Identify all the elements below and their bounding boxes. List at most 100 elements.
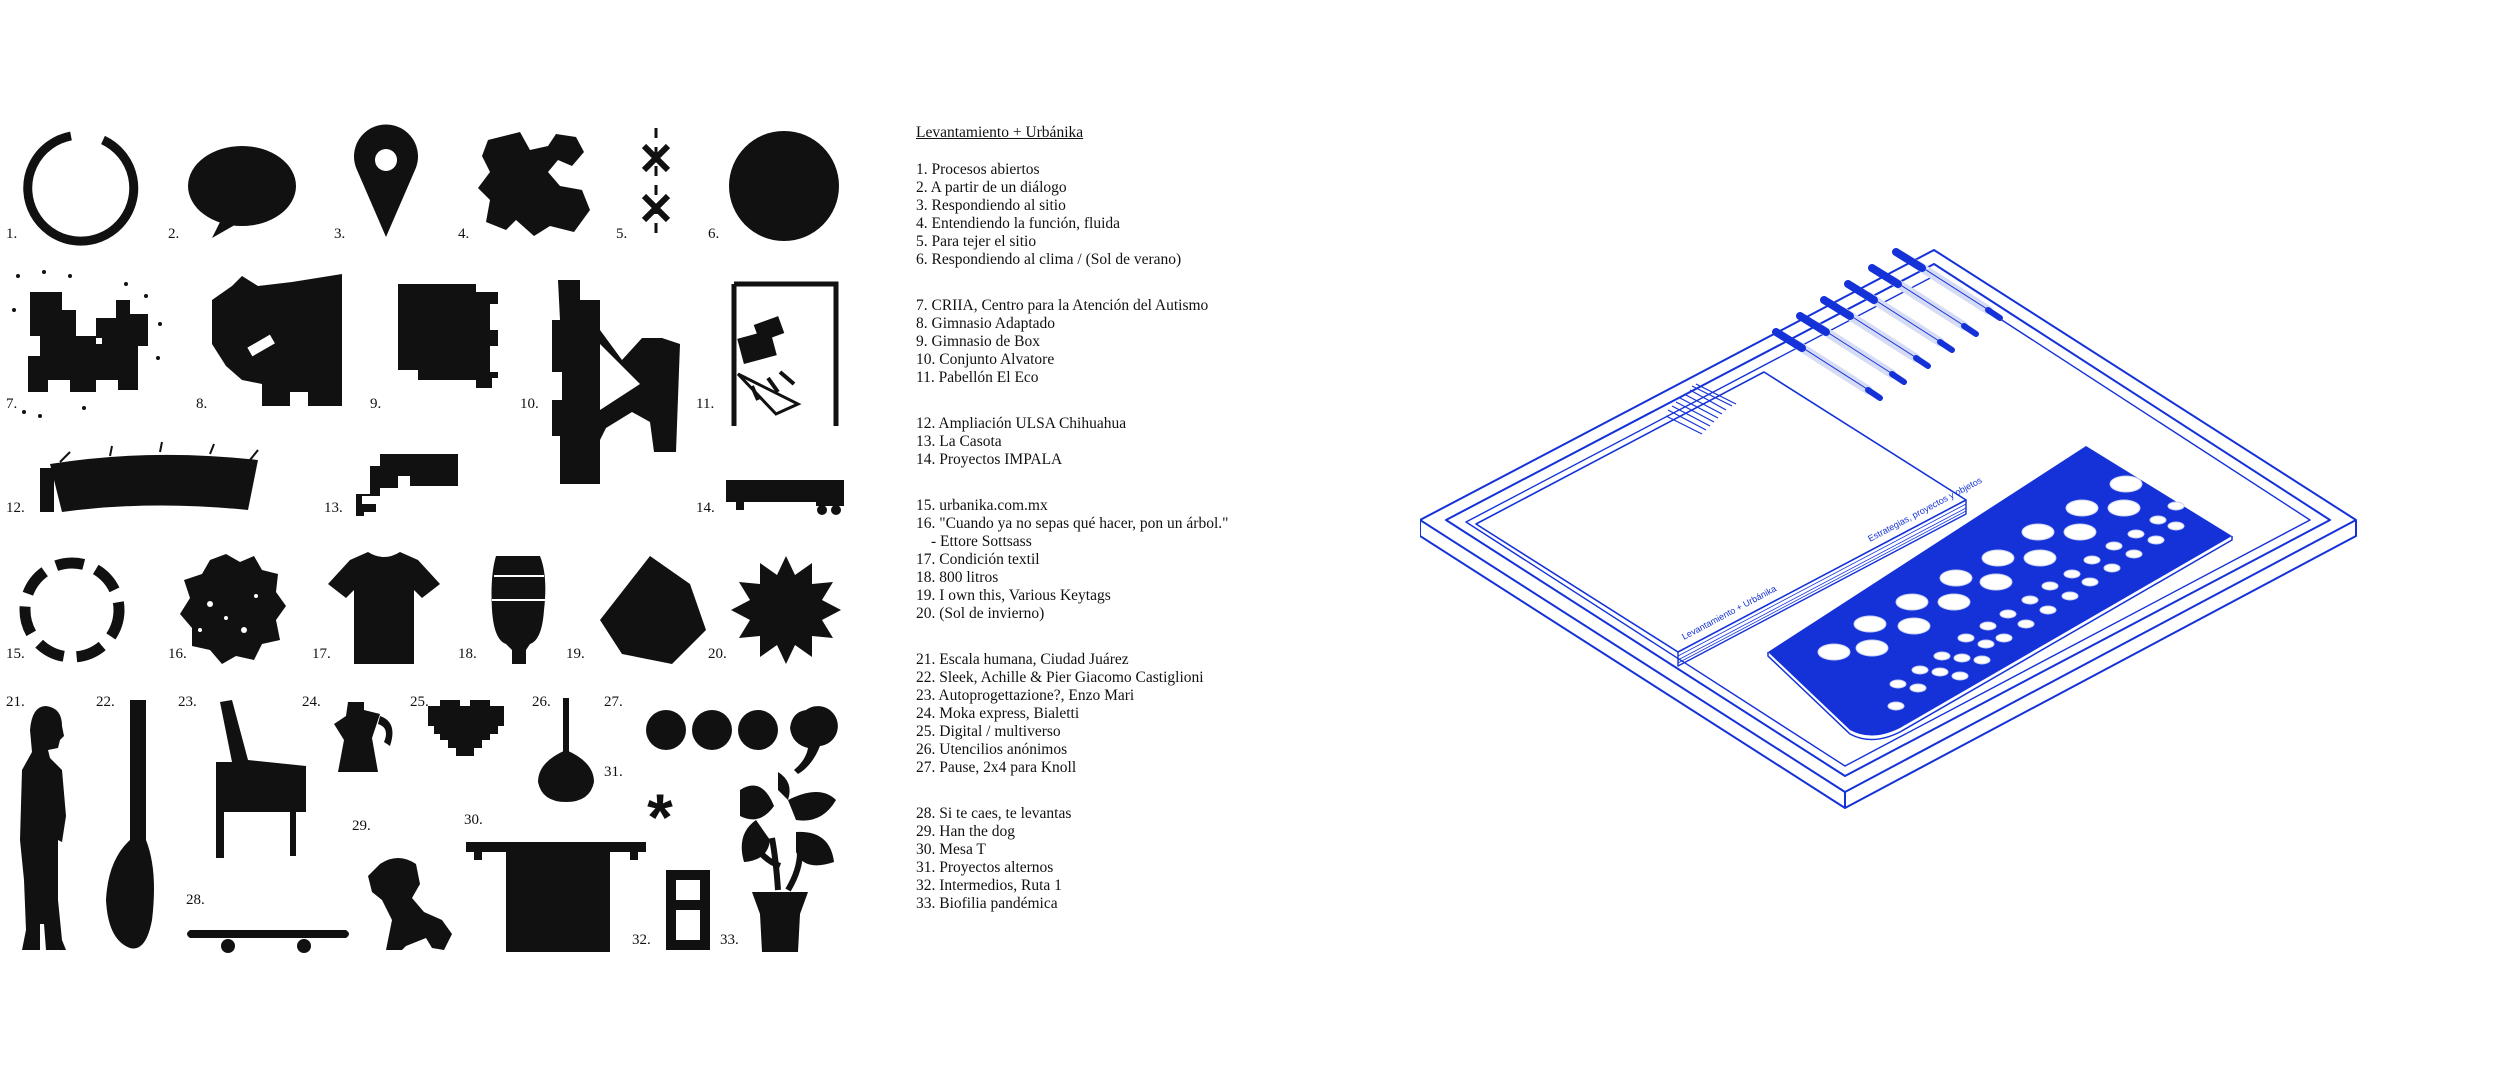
- ulsa-chihuahua-plan-icon: [40, 441, 259, 512]
- legend-item: 25. Digital / multiverso: [916, 723, 1061, 740]
- legend: Levantamiento + Urbánika 1. Procesos abi…: [916, 124, 1276, 941]
- peg-hole: [1817, 643, 1851, 661]
- peg-hole: [2021, 595, 2039, 605]
- peg-hole: [2109, 475, 2143, 493]
- peg-hole: [2149, 515, 2167, 525]
- dashed-circle-icon: [19, 557, 125, 663]
- stitch-line-icon: [641, 128, 671, 240]
- figure-number: 14.: [696, 500, 715, 516]
- figure-number: 18.: [458, 646, 477, 662]
- pause-dots-icon: [646, 706, 838, 774]
- hexagon-keytag-icon: [600, 556, 706, 664]
- pen: [1844, 280, 1955, 353]
- criia-plan-icon: [12, 270, 162, 418]
- pen: [1868, 264, 1979, 337]
- figure-number: 32.: [632, 932, 651, 948]
- peg-hole: [1981, 549, 2015, 567]
- impala-truck-icon: [726, 480, 844, 515]
- figure-number: 5.: [616, 226, 627, 242]
- figure-numbers: 1. 2. 3. 4. 5. 6. 7. 8. 9. 10. 11. 12. 1…: [6, 226, 739, 948]
- peg-hole: [1889, 679, 1907, 689]
- figure-number: 1.: [6, 226, 17, 242]
- figure-number: 22.: [96, 694, 115, 710]
- legend-item: 20. (Sol de invierno): [916, 605, 1045, 622]
- peg-hole: [2021, 523, 2055, 541]
- figure-number: 9.: [370, 396, 381, 412]
- figure-number: 2.: [168, 226, 179, 242]
- figure-number: 33.: [720, 932, 739, 948]
- peg-hole: [1937, 593, 1971, 611]
- peg-hole: [2167, 521, 2185, 531]
- folder-object: [1475, 371, 1967, 667]
- figure-number: 28.: [186, 892, 205, 908]
- legend-item: 8. Gimnasio Adaptado: [916, 315, 1056, 332]
- peg-hole: [2125, 549, 2143, 559]
- intermedios-frame-icon: [666, 870, 710, 950]
- peg-hole: [1895, 593, 1929, 611]
- peg-hole: [2017, 619, 2035, 629]
- sun-burst-icon: [731, 556, 841, 664]
- legend-item: 26. Utencilios anónimos: [916, 741, 1068, 758]
- open-circle-icon: [23, 131, 139, 246]
- pegboard-panel: [1767, 446, 2233, 741]
- legend-item: 21. Escala humana, Ciudad Juárez: [916, 651, 1129, 668]
- peg-hole: [2063, 569, 2081, 579]
- peg-hole: [1977, 639, 1995, 649]
- figure-number: 20.: [708, 646, 727, 662]
- water-jug-icon: [491, 556, 546, 664]
- legend-item: 15. urbanika.com.mx: [916, 497, 1048, 514]
- legend-item: 10. Conjunto Alvatore: [916, 351, 1055, 368]
- isometric-tray-drawing: Levantamiento + Urbánika Estrategias, pr…: [1420, 248, 2357, 809]
- skateboard-icon: [187, 930, 349, 953]
- peg-hole: [1939, 569, 1973, 587]
- peg-hole: [2103, 563, 2121, 573]
- peg-hole: [2105, 541, 2123, 551]
- peg-hole: [2083, 555, 2101, 565]
- peg-hole: [1979, 573, 2013, 591]
- legend-item: 4. Entendiendo la función, fluida: [916, 215, 1121, 232]
- t-shirt-icon: [328, 552, 440, 664]
- location-pin-icon: [354, 124, 418, 237]
- legend-item: 22. Sleek, Achille & Pier Giacomo Castig…: [916, 669, 1204, 686]
- figure-number: 25.: [410, 694, 429, 710]
- figure-number: 24.: [302, 694, 321, 710]
- pen: [1892, 248, 2003, 321]
- figure-number: 16.: [168, 646, 187, 662]
- peg-hole: [2023, 549, 2057, 567]
- legend-item: 11. Pabellón El Eco: [916, 369, 1039, 386]
- figure-number: 6.: [708, 226, 719, 242]
- ladle-utensil-icon: [538, 698, 594, 802]
- pens-group: [1772, 248, 2003, 401]
- la-casota-plan-icon: [356, 454, 458, 516]
- pabellon-el-eco-icon: [731, 281, 839, 426]
- gimnasio-adaptado-plan-icon: [212, 274, 342, 406]
- sun-circle-icon: [729, 131, 839, 241]
- legend-item: 9. Gimnasio de Box: [916, 333, 1040, 350]
- legend-item: 12. Ampliación ULSA Chihuahua: [916, 415, 1127, 432]
- legend-item: 17. Condición textil: [916, 551, 1040, 568]
- pegboard-holes: [1817, 475, 2185, 711]
- peg-hole: [2063, 523, 2097, 541]
- peg-hole: [1855, 639, 1889, 657]
- legend-item: 23. Autoprogettazione?, Enzo Mari: [916, 687, 1135, 704]
- figure-number: 29.: [352, 818, 371, 834]
- peg-hole: [2061, 591, 2079, 601]
- legend-item: 6. Respondiendo al clima / (Sol de veran…: [916, 251, 1182, 268]
- peg-hole: [1897, 617, 1931, 635]
- peg-hole: [2065, 499, 2099, 517]
- legend-group: 7. CRIIA, Centro para la Atención del Au…: [916, 297, 1276, 387]
- figure-number: 27.: [604, 694, 623, 710]
- legend-group: 12. Ampliación ULSA Chihuahua 13. La Cas…: [916, 415, 1276, 469]
- peg-hole: [1979, 621, 1997, 631]
- figure-number: 17.: [312, 646, 331, 662]
- peg-hole: [1933, 651, 1951, 661]
- legend-item: 28. Si te caes, te levantas: [916, 805, 1072, 822]
- legend-item: 2. A partir de un diálogo: [916, 179, 1067, 196]
- figure-number: 12.: [6, 500, 25, 516]
- legend-item: 24. Moka express, Bialetti: [916, 705, 1080, 722]
- figure-number: 7.: [6, 396, 17, 412]
- conjunto-alvatore-plan-icon: [552, 280, 680, 484]
- legend-item: 30. Mesa T: [916, 841, 986, 858]
- peg-hole: [1853, 615, 1887, 633]
- sleek-spoon-icon: [106, 700, 154, 949]
